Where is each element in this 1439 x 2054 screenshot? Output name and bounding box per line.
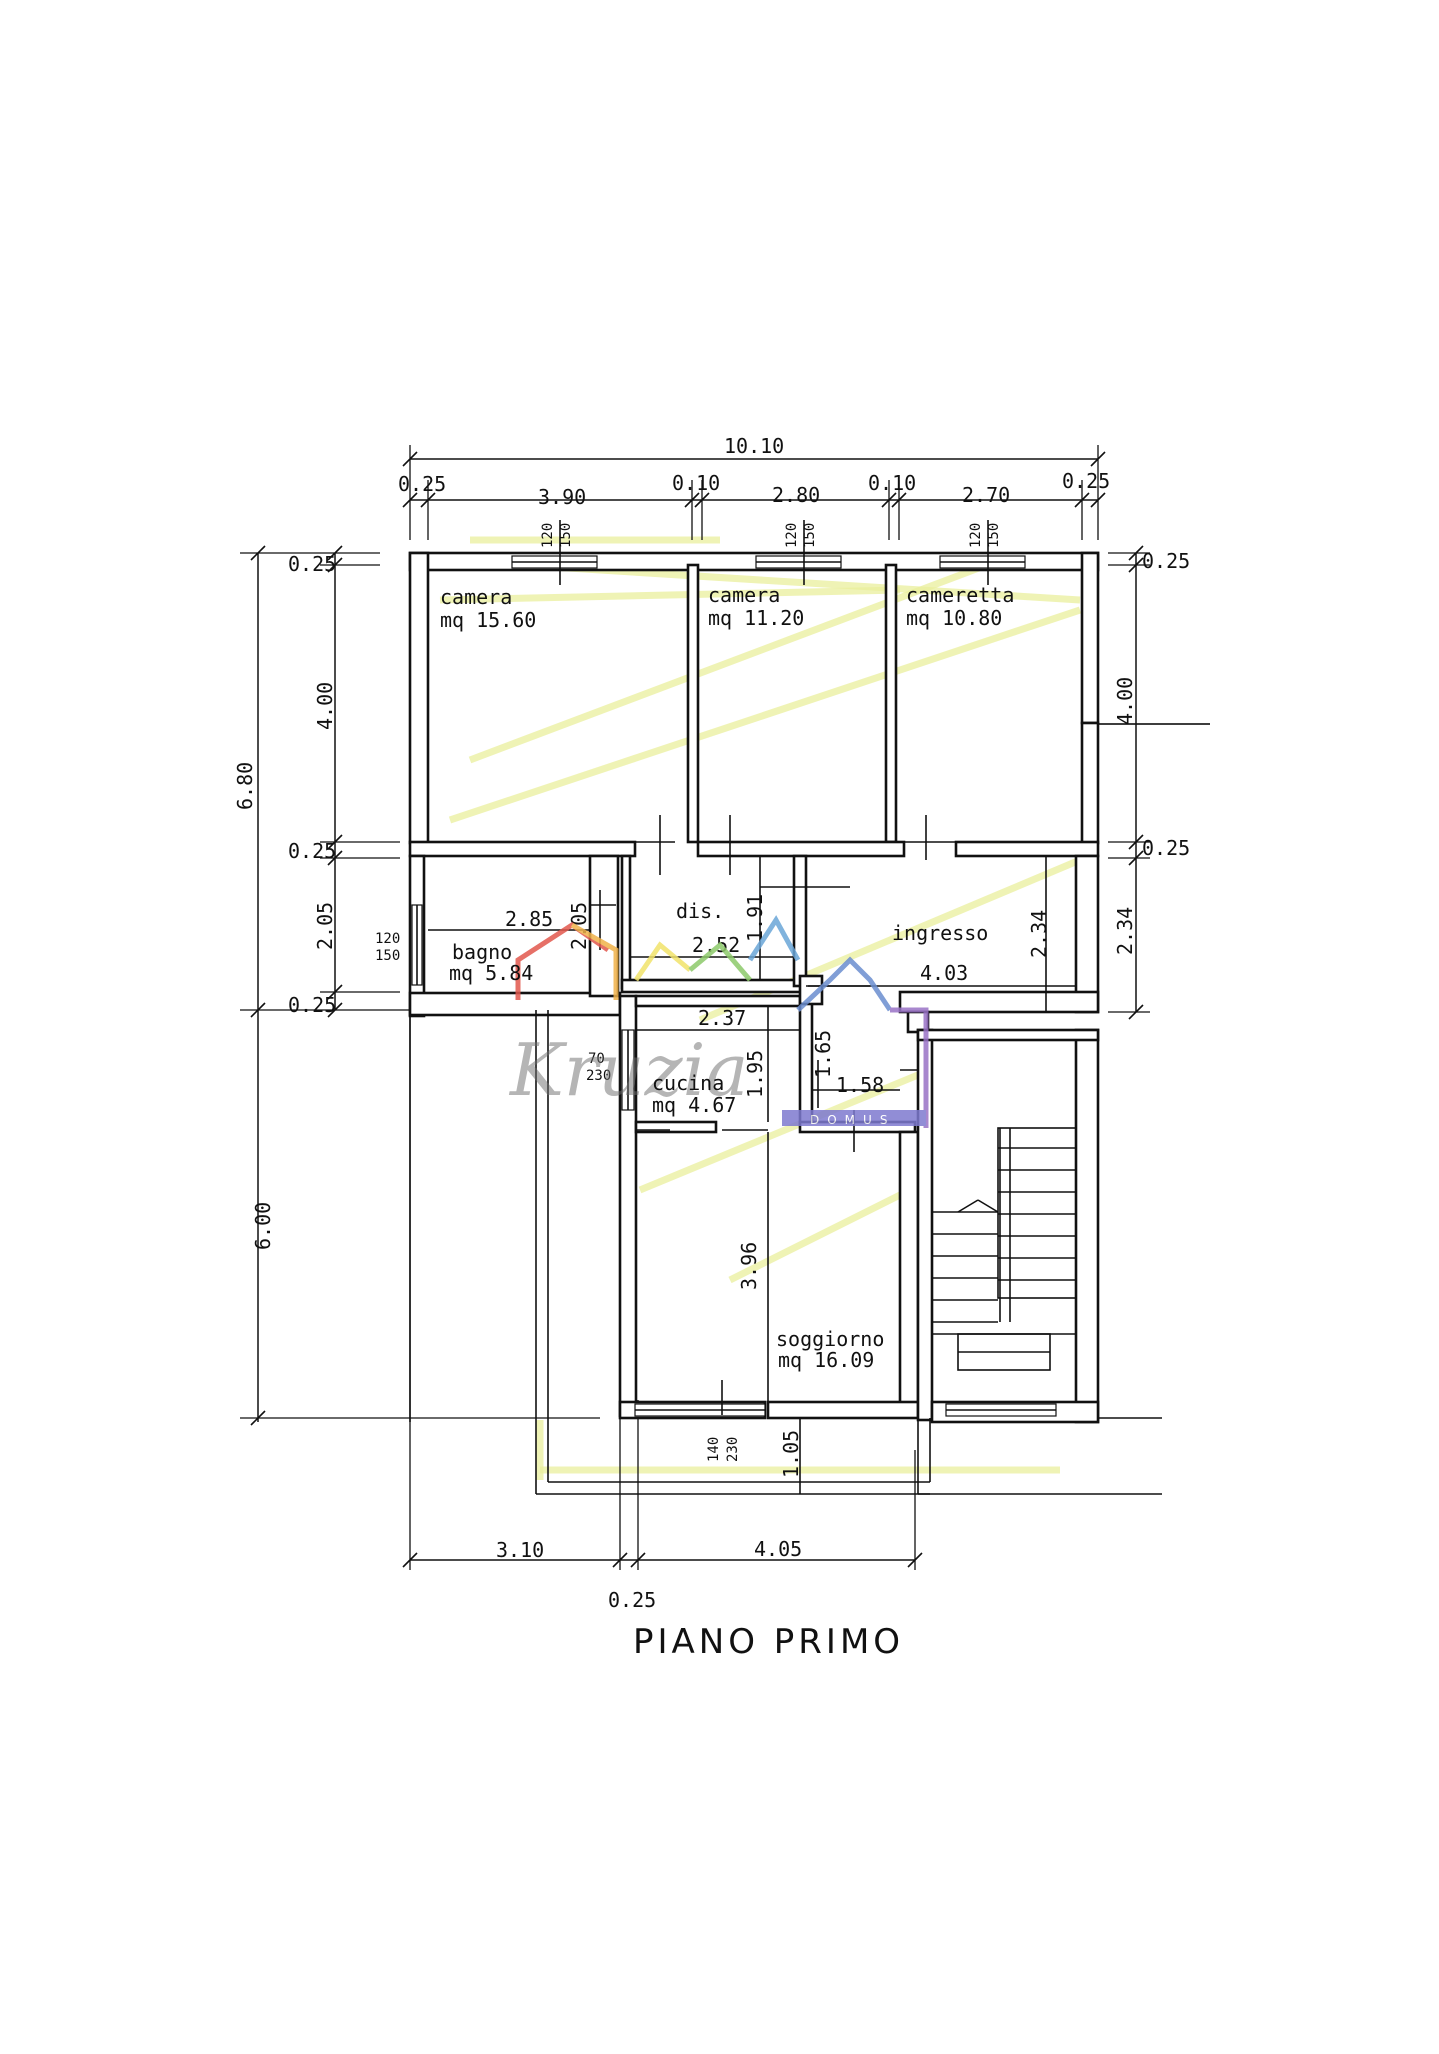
room-dis-name: dis. — [676, 899, 724, 923]
dim-left-1: 0.25 — [288, 552, 336, 576]
window-soggiorno-b: 230 — [725, 1437, 741, 1462]
dim-left-2: 4.00 — [313, 682, 337, 730]
watermark-text: Kruzia — [508, 1028, 748, 1112]
dim-right-3: 0.25 — [1142, 836, 1190, 860]
dim-balcony-depth: 1.05 — [779, 1430, 803, 1478]
dim-bottom-2: 4.05 — [754, 1537, 802, 1561]
dim-left-lower: 6.00 — [251, 1202, 275, 1250]
dim-ingresso-height: 2.34 — [1027, 910, 1051, 958]
watermark-subtext: DOMUS — [810, 1113, 895, 1127]
dim-top-7: 0.25 — [1062, 469, 1110, 493]
room-ingresso-name: ingresso — [892, 921, 988, 945]
dim-ingresso-width: 4.03 — [920, 961, 968, 985]
plan-title: PIANO PRIMO — [633, 1622, 904, 1662]
room-labels: camera mq 15.60 camera mq 11.20 camerett… — [440, 583, 1014, 1372]
window-top-2-b: 150 — [802, 523, 818, 548]
room-cucina-area: mq 4.67 — [652, 1093, 736, 1117]
dim-left-3: 0.25 — [288, 839, 336, 863]
staircase — [932, 1127, 1077, 1371]
dim-left-5: 0.25 — [288, 993, 336, 1017]
room-camera-2-name: camera — [708, 583, 780, 607]
window-labels: 120 150 120 150 120 150 120 150 70 230 1… — [375, 520, 1002, 1462]
dim-top-3: 0.10 — [672, 471, 720, 495]
watermark-logo: DOMUS Kruzia — [508, 915, 929, 1128]
dim-dis-height: 1.91 — [743, 894, 767, 942]
window-cucina-a: 70 — [588, 1051, 605, 1067]
dim-cucina-height: 1.95 — [743, 1050, 767, 1098]
dim-bagno-width: 2.85 — [505, 907, 553, 931]
dim-dis-width: 2.52 — [692, 933, 740, 957]
dim-top-5: 0.10 — [868, 471, 916, 495]
dim-soggiorno-height: 3.96 — [737, 1242, 761, 1290]
dim-bottom-offset: 0.25 — [608, 1588, 656, 1612]
room-cameretta-area: mq 10.80 — [906, 606, 1002, 630]
room-cucina-name: cucina — [652, 1071, 724, 1095]
window-top-1-a: 120 — [540, 523, 556, 548]
window-soggiorno-a: 140 — [706, 1437, 722, 1462]
inner-dimensions — [428, 856, 1076, 1494]
room-bagno-area: mq 5.84 — [449, 961, 533, 985]
dim-top-4: 2.80 — [772, 483, 820, 507]
window-bagno-b: 150 — [375, 948, 400, 964]
dim-hall-height: 1.65 — [811, 1030, 835, 1078]
window-cucina-b: 230 — [586, 1068, 611, 1084]
dim-top-2: 3.90 — [538, 485, 586, 509]
windows — [411, 555, 1057, 1417]
inner-dimension-labels: 2.85 2.05 2.52 1.91 4.03 2.34 2.37 1.95 … — [505, 894, 1051, 1478]
room-camera-2-area: mq 11.20 — [708, 606, 804, 630]
walls — [408, 551, 1210, 1495]
dim-total-width: 10.10 — [724, 434, 784, 458]
dim-top-1: 0.25 — [398, 472, 446, 496]
dim-right-2: 4.00 — [1113, 677, 1137, 725]
room-cameretta-name: cameretta — [906, 583, 1014, 607]
room-camera-1-name: camera — [440, 585, 512, 609]
window-top-2-a: 120 — [784, 523, 800, 548]
dim-left-total: 6.80 — [233, 762, 257, 810]
window-bagno-a: 120 — [375, 931, 400, 947]
dim-left-4: 2.05 — [313, 902, 337, 950]
dim-bottom-1: 3.10 — [496, 1538, 544, 1562]
window-top-3-a: 120 — [968, 523, 984, 548]
dimensions-top: 10.10 0.25 3.90 0.10 2.80 0.10 2.70 0.25 — [398, 434, 1110, 540]
dimensions-bottom: 3.10 4.05 0.25 — [402, 1000, 923, 1612]
dim-cucina-width: 2.37 — [698, 1006, 746, 1030]
dim-hall-width: 1.58 — [836, 1073, 884, 1097]
room-bagno-name: bagno — [452, 940, 512, 964]
dim-top-6: 2.70 — [962, 483, 1010, 507]
dim-right-4: 2.34 — [1113, 907, 1137, 955]
window-top-3-b: 150 — [986, 523, 1002, 548]
window-top-1-b: 150 — [558, 523, 574, 548]
dimensions-right: 0.25 4.00 0.25 2.34 — [1098, 545, 1210, 1020]
room-camera-1-area: mq 15.60 — [440, 608, 536, 632]
room-soggiorno-name: soggiorno — [776, 1327, 884, 1351]
dim-right-1: 0.25 — [1142, 549, 1190, 573]
room-soggiorno-area: mq 16.09 — [778, 1348, 874, 1372]
